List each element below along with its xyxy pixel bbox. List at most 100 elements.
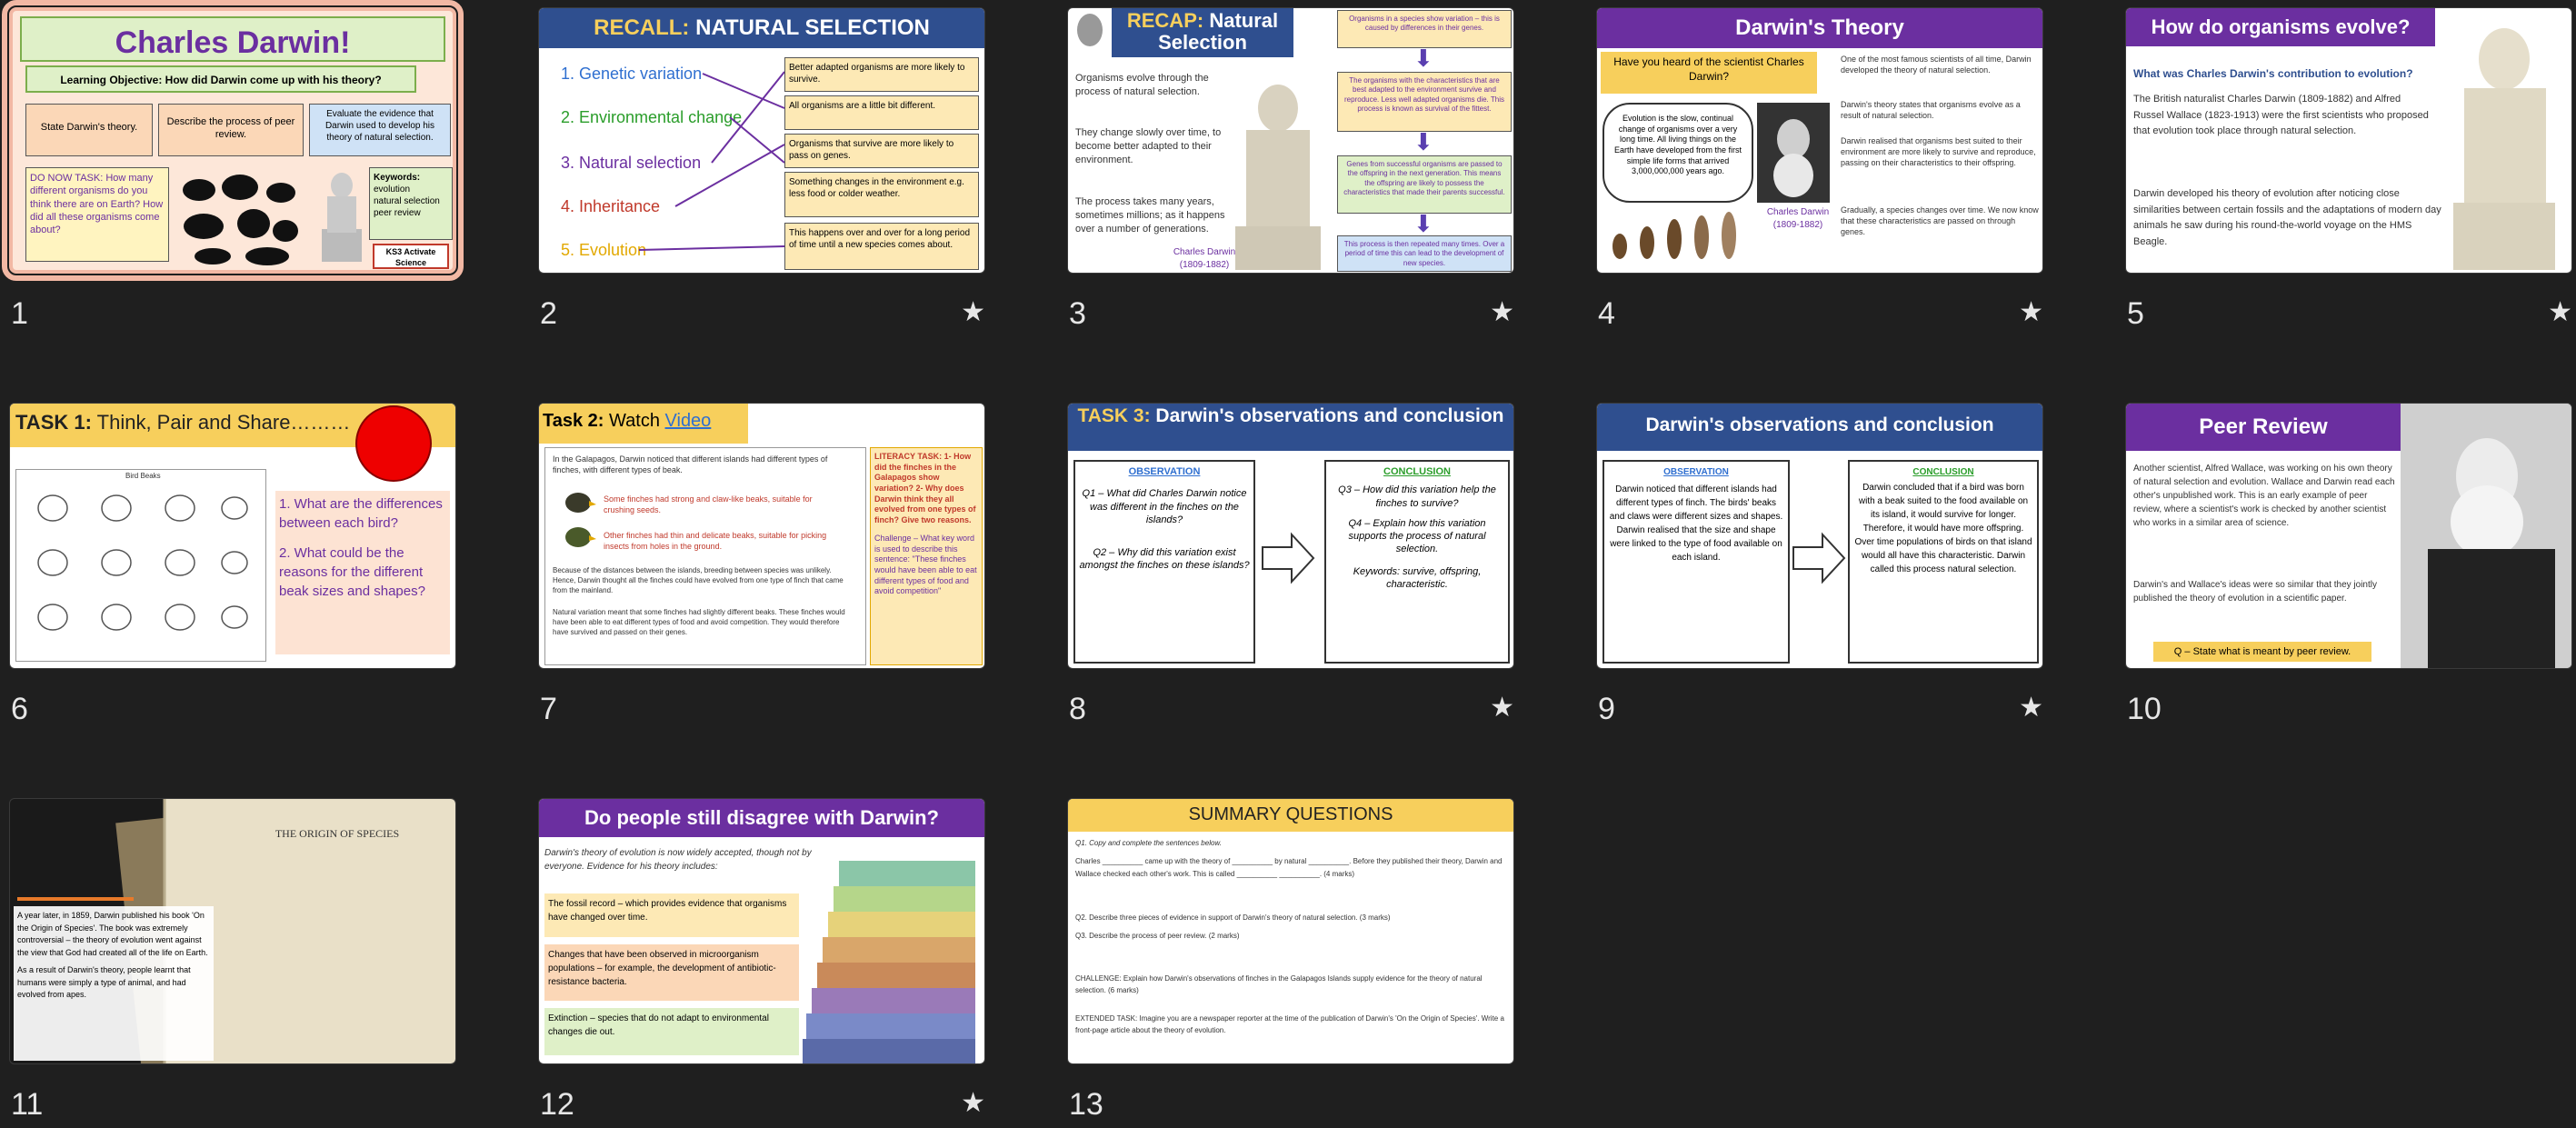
bullet: Darwin's and Wallace's ideas were so sim… bbox=[2133, 580, 2377, 604]
speech-bubble: Evolution is the slow, continual change … bbox=[1603, 103, 1753, 203]
down-arrow-icon: ⬇ bbox=[1413, 210, 1433, 237]
paragraph: The British naturalist Charles Darwin (1… bbox=[2133, 94, 2429, 137]
bullet: Darwin's theory states that organisms ev… bbox=[1841, 100, 2021, 121]
term: 4. Inheritance bbox=[561, 197, 661, 215]
text-panel: A year later, in 1859, Darwin published … bbox=[14, 906, 214, 1061]
slide-thumb-9[interactable]: Darwin's observations and conclusion OBS… bbox=[1596, 403, 2043, 726]
wallace-portrait-image bbox=[2401, 404, 2571, 668]
slide-number: 10 bbox=[2127, 692, 2162, 726]
learning-objective: Learning Objective: How did Darwin come … bbox=[25, 65, 416, 93]
observation-heading: OBSERVATION bbox=[1128, 466, 1201, 477]
task-box: State Darwin's theory. bbox=[25, 104, 153, 156]
video-link[interactable]: Video bbox=[664, 411, 712, 431]
down-arrow-icon: ⬇ bbox=[1413, 128, 1433, 155]
question-line: Q1. Copy and complete the sentences belo… bbox=[1075, 839, 1222, 847]
text-panel: In the Galapagos, Darwin noticed that di… bbox=[544, 447, 866, 665]
red-timer-circle bbox=[355, 405, 432, 482]
observation-box: OBSERVATION Darwin noticed that differen… bbox=[1603, 460, 1790, 664]
slide-number: 12 bbox=[540, 1087, 574, 1122]
slide-title: RECALL: NATURAL SELECTION bbox=[539, 8, 984, 48]
slide-number: 7 bbox=[540, 692, 557, 726]
slide-number: 13 bbox=[1069, 1087, 1103, 1122]
bullet: They change slowly over time, to become … bbox=[1075, 127, 1222, 165]
conclusion-box: CONCLUSION Darwin concluded that if a bi… bbox=[1848, 460, 2039, 664]
title-prefix: TASK 1: bbox=[15, 411, 92, 434]
slide-thumb-6[interactable]: TASK 1: Think, Pair and Share……… Bird Be… bbox=[9, 403, 456, 726]
bird-beaks-image: Bird Beaks bbox=[15, 469, 266, 662]
question-box: Have you heard of the scientist Charles … bbox=[1601, 52, 1817, 94]
slide-thumb-11[interactable]: THE ORIGIN OF SPECIES A year later, in 1… bbox=[9, 798, 456, 1122]
question-line: Q2. Describe three pieces of evidence in… bbox=[1075, 913, 1391, 922]
slide-title: SUMMARY QUESTIONS bbox=[1068, 799, 1513, 832]
term: 5. Evolution bbox=[561, 241, 647, 259]
slide-number: 2 bbox=[540, 296, 557, 331]
portrait-caption: Charles Darwin (1809-1882) bbox=[1173, 247, 1236, 270]
bullet: The process takes many years, sometimes … bbox=[1075, 196, 1225, 235]
question: Q3 – How did this variation help the fin… bbox=[1338, 484, 1496, 509]
slide-thumb-1[interactable]: Charles Darwin! Learning Objective: How … bbox=[2, 0, 464, 331]
right-arrow-icon bbox=[1792, 532, 1846, 584]
darwin-portrait-image bbox=[1757, 103, 1830, 203]
bullet: One of the most famous scientists of all… bbox=[1841, 55, 2032, 75]
question: 2. What could be the reasons for the dif… bbox=[279, 545, 425, 599]
slide-thumb-5[interactable]: How do organisms evolve? What was Charle… bbox=[2125, 7, 2572, 331]
animation-star-icon: ★ bbox=[1490, 297, 1514, 327]
slide-number: 4 bbox=[1598, 296, 1615, 331]
intro: Darwin's theory of evolution is now wide… bbox=[544, 848, 812, 872]
title-prefix: RECALL: bbox=[594, 15, 690, 40]
keywords: Keywords: survive, offspring, characteri… bbox=[1353, 565, 1482, 591]
question: Q4 – Explain how this variation supports… bbox=[1348, 517, 1486, 555]
keyword: evolution bbox=[374, 185, 411, 195]
darwin-statue-image bbox=[2453, 28, 2555, 270]
finch-fact: Some finches had strong and claw-like be… bbox=[604, 494, 813, 515]
fossil-record-strata-image bbox=[803, 861, 975, 1063]
slide-thumb-10[interactable]: Peer Review Another scientist, Alfred Wa… bbox=[2125, 403, 2572, 726]
title-rest: Darwin's observations and conclusion bbox=[1150, 405, 1504, 426]
title-rest: Watch bbox=[604, 411, 665, 431]
slide-number: 1 bbox=[11, 296, 28, 331]
slide-thumb-12[interactable]: Do people still disagree with Darwin? Da… bbox=[538, 798, 985, 1122]
animation-star-icon: ★ bbox=[961, 297, 985, 327]
paragraph: Darwin developed his theory of evolution… bbox=[2133, 188, 2441, 247]
question-line: CHALLENGE: Explain how Darwin's observat… bbox=[1075, 974, 1483, 994]
darwin-statue-image bbox=[322, 173, 362, 262]
darwin-statue-image bbox=[1235, 85, 1321, 270]
evidence-item: The fossil record – which provides evide… bbox=[544, 893, 799, 937]
slide-thumb-4[interactable]: Darwin's Theory Have you heard of the sc… bbox=[1596, 7, 2043, 331]
paragraph: In the Galapagos, Darwin noticed that di… bbox=[553, 454, 828, 475]
slide-thumb-13[interactable]: SUMMARY QUESTIONS Q1. Copy and complete … bbox=[1067, 798, 1514, 1122]
literacy-task: LITERACY TASK: 1- How did the finches in… bbox=[874, 452, 976, 525]
image-title: Bird Beaks bbox=[125, 472, 161, 480]
question: What was Charles Darwin's contribution t… bbox=[2133, 67, 2413, 80]
slide-thumb-2[interactable]: RECALL: NATURAL SELECTION 1. Genetic var… bbox=[538, 7, 985, 331]
slide-thumb-7[interactable]: Task 2: Watch Video In the Galapagos, Da… bbox=[538, 403, 985, 726]
slide-title: Do people still disagree with Darwin? bbox=[539, 799, 984, 837]
observation-box: OBSERVATION Q1 – What did Charles Darwin… bbox=[1073, 460, 1255, 664]
challenge: Challenge – What key word is used to des… bbox=[874, 533, 977, 596]
conclusion-text: Darwin concluded that if a bird was born… bbox=[1854, 483, 2032, 574]
finch-icons bbox=[565, 493, 596, 547]
conclusion-box: CONCLUSION Q3 – How did this variation h… bbox=[1324, 460, 1510, 664]
definition: Better adapted organisms are more likely… bbox=[784, 57, 979, 92]
bullet: Gradually, a species changes over time. … bbox=[1841, 205, 2039, 237]
animation-star-icon: ★ bbox=[1490, 693, 1514, 723]
definition: Something changes in the environment e.g… bbox=[784, 172, 979, 217]
conclusion-heading: CONCLUSION bbox=[1383, 466, 1451, 477]
question: 1. What are the differences between each… bbox=[279, 496, 443, 531]
slide-thumb-3[interactable]: RECAP: Natural Selection Organisms evolv… bbox=[1067, 7, 1514, 331]
book-title: THE ORIGIN OF SPECIES bbox=[275, 827, 400, 840]
definition: This happens over and over for a long pe… bbox=[784, 223, 979, 270]
term: 3. Natural selection bbox=[561, 154, 702, 172]
evidence-item: Extinction – species that do not adapt t… bbox=[544, 1008, 799, 1055]
slide-thumb-8[interactable]: TASK 3: Darwin's observations and conclu… bbox=[1067, 403, 1514, 726]
paragraph: Because of the distances between the isl… bbox=[553, 566, 844, 594]
question-line: EXTENDED TASK: Imagine you are a newspap… bbox=[1075, 1014, 1504, 1034]
title-rest: NATURAL SELECTION bbox=[689, 15, 930, 40]
keywords-box: Keywords: evolution natural selection pe… bbox=[369, 167, 453, 240]
flow-step: Genes from successful organisms are pass… bbox=[1337, 155, 1512, 214]
keywords-title: Keywords: bbox=[374, 173, 421, 183]
literacy-task-box: LITERACY TASK: 1- How did the finches in… bbox=[870, 447, 983, 665]
accent-line bbox=[17, 897, 134, 901]
flow-step: The organisms with the characteristics t… bbox=[1337, 72, 1512, 132]
slide-title: How do organisms evolve? bbox=[2126, 8, 2435, 46]
